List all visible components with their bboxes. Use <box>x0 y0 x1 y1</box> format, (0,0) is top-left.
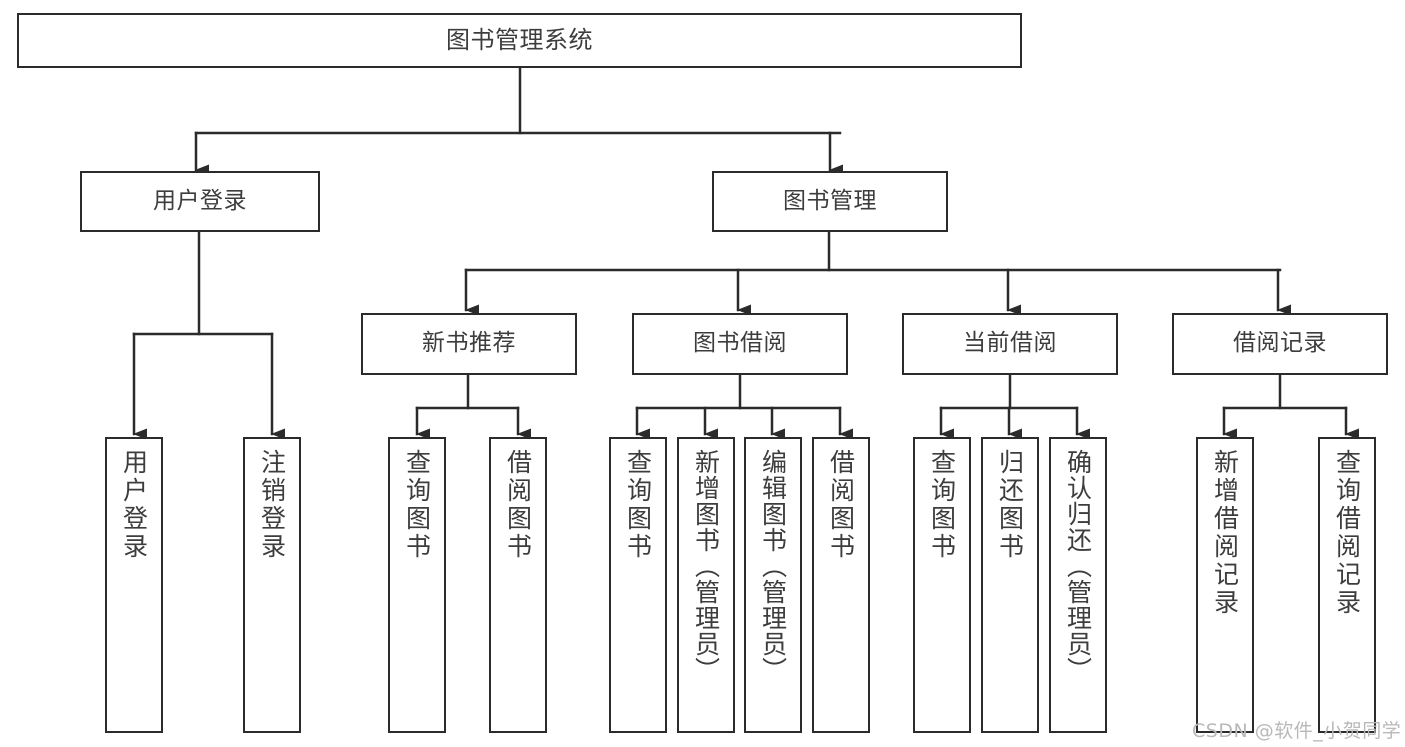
node-leaf-user-logout[interactable]: 注销登录 <box>243 437 301 733</box>
node-label: 新书推荐 <box>422 330 516 357</box>
node-label: 借阅记录 <box>1233 330 1327 357</box>
node-leaf-query-borrow-record[interactable]: 查询借阅记录 <box>1318 437 1376 733</box>
node-leaf-borrow-book[interactable]: 借阅图书 <box>812 437 870 733</box>
node-label: 借阅图书 <box>826 449 856 561</box>
node-label: 图书管理 <box>783 187 877 214</box>
node-leaf-edit-book-admin[interactable]: 编辑图书（管理员） <box>744 437 802 733</box>
node-label: 新增图书（管理员） <box>691 449 721 683</box>
node-leaf-add-book-admin[interactable]: 新增图书（管理员） <box>677 437 735 733</box>
node-label: 图书管理系统 <box>446 26 593 55</box>
node-leaf-return-book[interactable]: 归还图书 <box>981 437 1039 733</box>
node-label: 编辑图书（管理员） <box>758 449 788 683</box>
node-label: 确认归还（管理员） <box>1063 449 1093 683</box>
node-book-borrow[interactable]: 图书借阅 <box>632 313 848 375</box>
node-leaf-add-borrow-record[interactable]: 新增借阅记录 <box>1196 437 1254 733</box>
node-label: 归还图书 <box>995 449 1025 561</box>
node-leaf-query-book-borrow[interactable]: 查询图书 <box>609 437 667 733</box>
node-label: 查询图书 <box>623 449 653 561</box>
csdn-watermark: CSDN @软件_小贺同学 <box>1192 720 1402 742</box>
node-label: 当前借阅 <box>963 330 1057 357</box>
node-leaf-query-book-current[interactable]: 查询图书 <box>913 437 971 733</box>
node-label: 注销登录 <box>257 449 287 561</box>
node-label: 借阅图书 <box>503 449 533 561</box>
node-new-book-recommend[interactable]: 新书推荐 <box>361 313 577 375</box>
node-book-management[interactable]: 图书管理 <box>712 171 948 232</box>
node-label: 用户登录 <box>119 449 149 561</box>
node-leaf-borrow-book-recommend[interactable]: 借阅图书 <box>489 437 547 733</box>
node-borrow-record[interactable]: 借阅记录 <box>1172 313 1388 375</box>
node-leaf-query-book-recommend[interactable]: 查询图书 <box>388 437 446 733</box>
node-leaf-confirm-return-admin[interactable]: 确认归还（管理员） <box>1049 437 1107 733</box>
node-label: 查询图书 <box>402 449 432 561</box>
node-user-login[interactable]: 用户登录 <box>80 171 320 232</box>
node-leaf-user-login[interactable]: 用户登录 <box>105 437 163 733</box>
node-label: 查询图书 <box>927 449 957 561</box>
node-root-book-management-system[interactable]: 图书管理系统 <box>17 13 1022 68</box>
node-current-borrow[interactable]: 当前借阅 <box>902 313 1118 375</box>
node-label: 查询借阅记录 <box>1332 449 1362 617</box>
node-label: 用户登录 <box>153 187 247 214</box>
node-label: 图书借阅 <box>693 330 787 357</box>
node-label: 新增借阅记录 <box>1210 449 1240 617</box>
